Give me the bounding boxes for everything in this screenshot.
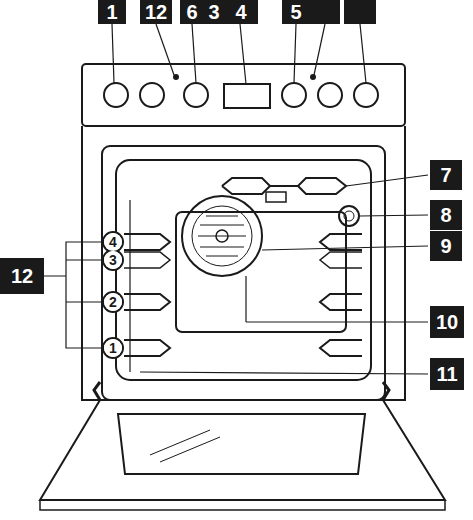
callout-number: 6 (180, 0, 204, 24)
callout-number: 7 (430, 160, 462, 190)
callout-number: 5 (282, 0, 310, 24)
callout-number: 12 (0, 258, 44, 294)
callout-number: 8 (430, 200, 462, 230)
callout-number: 4 (224, 0, 258, 24)
callout-number: 11 (430, 358, 464, 390)
callout-number: 1 (98, 0, 126, 24)
callout-number: 9 (430, 231, 462, 261)
shelf-level-number: 2 (104, 293, 122, 311)
shelf-level-number: 3 (104, 251, 122, 269)
callout-number: 10 (430, 306, 464, 338)
shelf-level-number: 1 (104, 339, 122, 357)
shelf-level-number: 4 (104, 233, 122, 251)
callout-number: 3 (204, 0, 224, 24)
callout-number: 12 (140, 0, 172, 24)
